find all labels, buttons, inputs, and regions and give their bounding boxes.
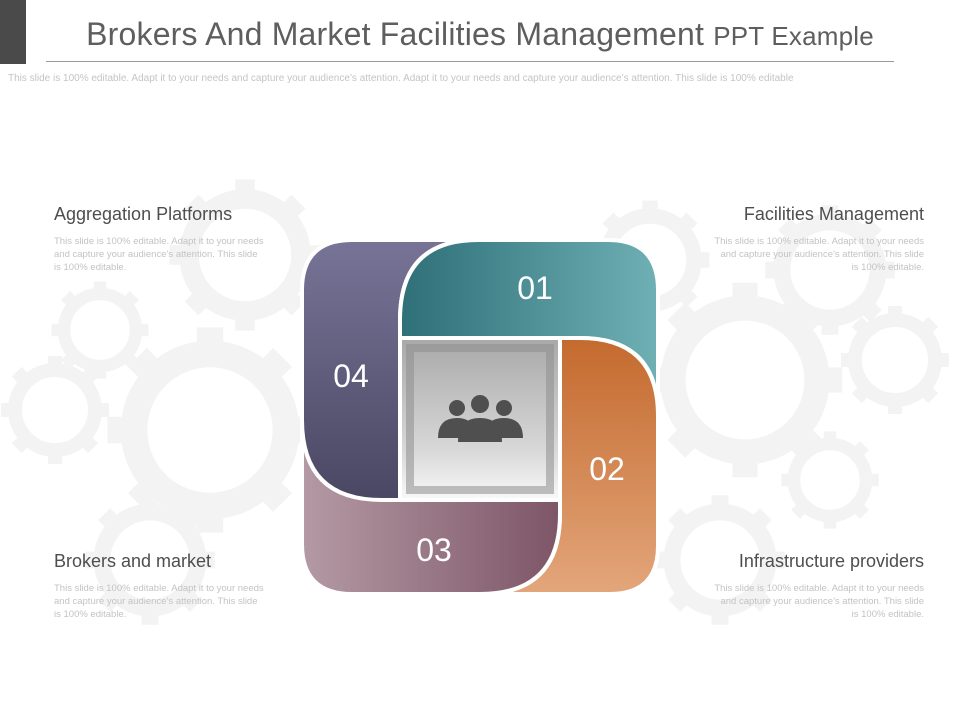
- number-03: 03: [416, 532, 452, 568]
- business-team-icon: [438, 395, 523, 442]
- block-brokers-and-market: Brokers and market This slide is 100% ed…: [54, 551, 266, 621]
- block-title: Aggregation Platforms: [54, 204, 233, 224]
- block-text: This slide is 100% editable. Adapt it to…: [54, 583, 264, 620]
- title-suffix: PPT Example: [713, 21, 874, 51]
- block-text: This slide is 100% editable. Adapt it to…: [714, 236, 924, 273]
- block-infrastructure-providers: Infrastructure providers This slide is 1…: [712, 551, 924, 621]
- center-panel-inner: [406, 344, 554, 494]
- block-title: Infrastructure providers: [738, 551, 924, 571]
- block-text: This slide is 100% editable. Adapt it to…: [54, 236, 264, 273]
- number-04: 04: [333, 358, 369, 394]
- number-01: 01: [517, 270, 553, 306]
- block-title: Brokers and market: [54, 551, 212, 571]
- block-title: Facilities Management: [743, 204, 924, 224]
- title-underline: [46, 61, 894, 62]
- block-text: This slide is 100% editable. Adapt it to…: [714, 583, 924, 620]
- block-aggregation-platforms: Aggregation Platforms This slide is 100%…: [54, 204, 266, 274]
- title-main: Brokers And Market Facilities Management: [86, 16, 705, 52]
- block-facilities-management: Facilities Management This slide is 100%…: [712, 204, 924, 274]
- corner-accent-bar: [0, 0, 26, 64]
- slide-title: Brokers And Market Facilities Management…: [0, 16, 960, 53]
- number-02: 02: [589, 451, 625, 487]
- segment-03: [300, 419, 562, 596]
- slide-subtitle: This slide is 100% editable. Adapt it to…: [8, 73, 794, 84]
